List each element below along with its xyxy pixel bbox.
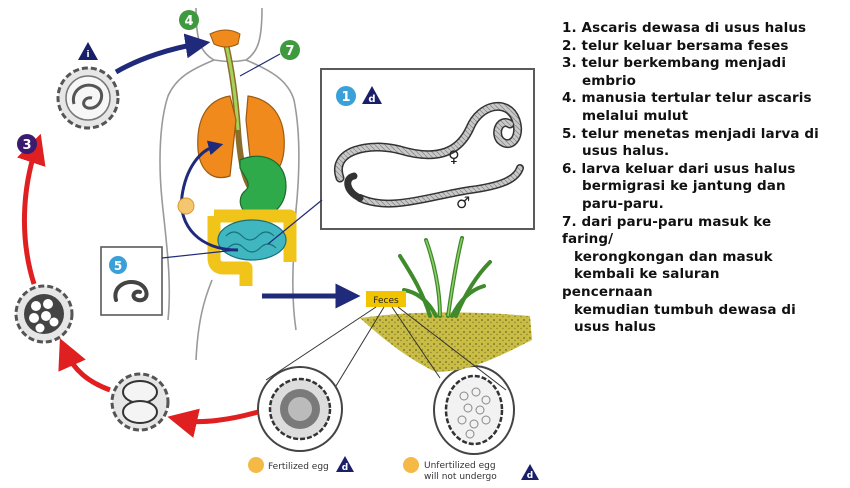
svg-text:3: 3 [22,138,31,153]
legend-line: paru-paru. [562,196,847,214]
legend-line: 2. telur keluar bersama feses [562,38,847,56]
legend-line: embrio [562,73,847,91]
svg-text:1: 1 [341,90,350,105]
svg-text:7: 7 [285,44,294,59]
life-cycle-steps-list: 1. Ascaris dewasa di usus halus2. telur … [562,20,847,337]
small-intestine [218,220,286,260]
legend-line: pencernaan [562,284,847,302]
legend-line: 3. telur berkembang menjadi [562,55,847,73]
ingestion-arrow [116,44,198,72]
cycle-arrow-left-bottom [66,352,110,390]
two-cell-egg [112,374,168,430]
legend-line: bermigrasi ke jantung dan [562,178,847,196]
legend-line: 1. Ascaris dewasa di usus halus [562,20,847,38]
svg-text:Feces: Feces [373,296,399,306]
legend-line: usus halus [562,319,847,337]
embryonated-egg-top [58,68,118,128]
cycle-arrow-left [24,148,36,284]
soil-ground [360,312,532,372]
svg-text:will not undergo: will not undergo [424,472,497,482]
svg-text:d: d [527,471,533,481]
legend-line: faring/ [562,231,847,249]
multicell-egg [16,286,72,342]
legend-line: melalui mulut [562,108,847,126]
unfertilized-egg-caption: Unfertilized egg will not undergo d [403,457,539,482]
svg-text:Unfertilized egg: Unfertilized egg [424,461,496,471]
larva-panel: 5 [101,247,162,315]
legend-line: kembali ke saluran [562,266,847,284]
fertilized-egg [258,367,342,451]
legend-line: 6. larva keluar dari usus halus [562,161,847,179]
legend-line: 4. manusia tertular telur ascaris [562,90,847,108]
legend-line: 7. dari paru-paru masuk ke [562,214,847,232]
female-symbol: ♀ [448,147,460,166]
marker-7: 7 [280,40,300,60]
hatch-marker-egg [178,198,194,214]
svg-text:d: d [368,94,375,105]
svg-text:4: 4 [184,14,193,29]
svg-text:i: i [86,50,89,60]
grass [400,238,490,316]
male-symbol: ♂ [456,193,470,212]
pharynx [210,30,240,47]
unfertilized-egg [434,366,514,454]
svg-text:d: d [342,463,348,473]
fertilized-egg-caption: Fertilized egg d [248,456,354,473]
cycle-arrow-bottom [182,412,258,422]
legend-line: 5. telur menetas menjadi larva di [562,126,847,144]
legend-line: kerongkongan dan masuk [562,249,847,267]
marker-3: 3 [17,134,37,154]
feces-label: Feces [366,291,406,307]
svg-text:Fertilized egg: Fertilized egg [268,462,329,472]
marker-1-egg: i [78,42,98,60]
legend-line: kemudian tumbuh dewasa di [562,302,847,320]
legend-line: usus halus. [562,143,847,161]
svg-text:5: 5 [114,259,122,273]
marker-4: 4 [179,10,199,30]
